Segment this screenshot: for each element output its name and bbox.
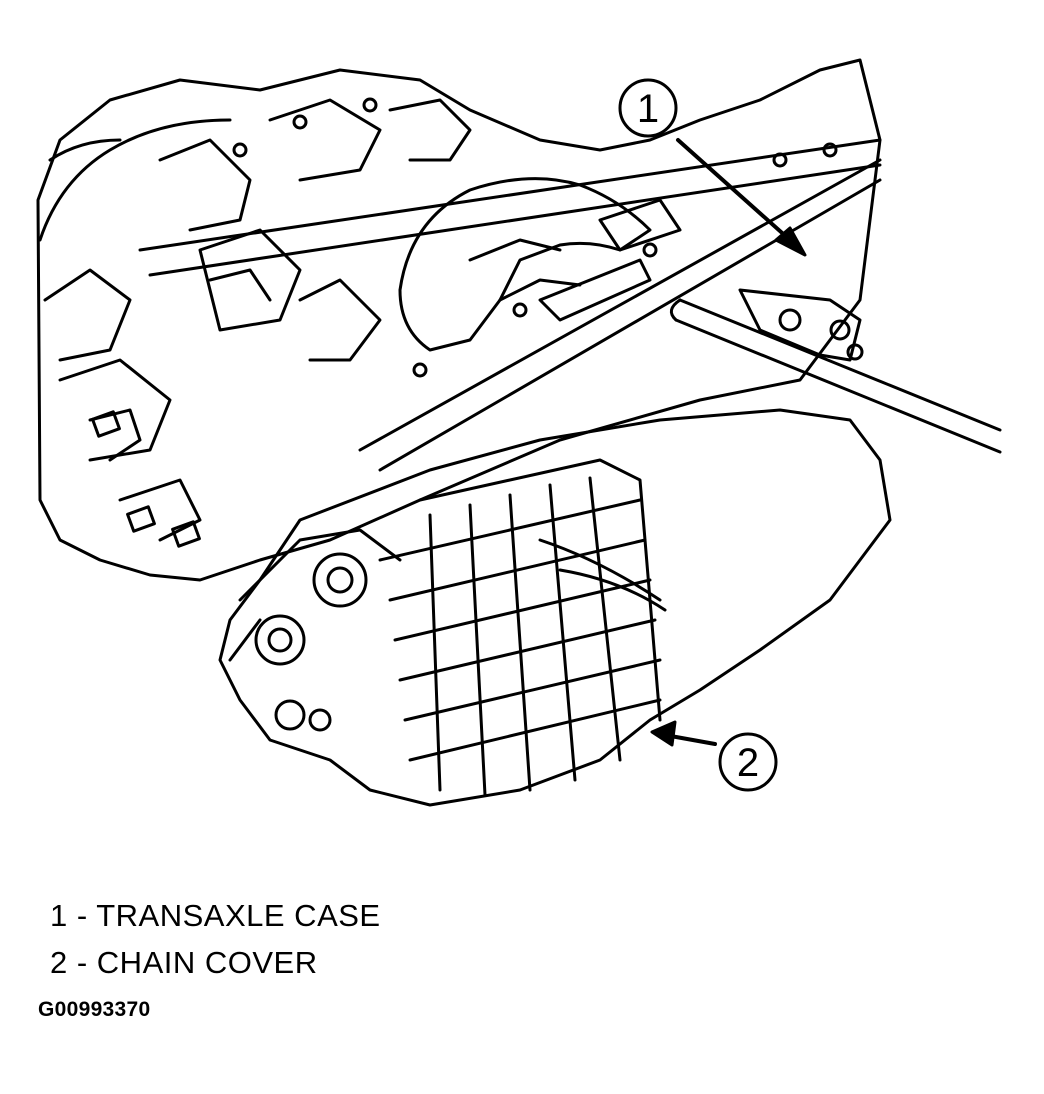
callout-1-number: 1 — [637, 87, 659, 131]
transaxle-illustration: 1 2 — [36, 58, 1002, 807]
callout-1 — [618, 78, 807, 257]
callout-2 — [650, 720, 778, 792]
transaxle-case-drawing — [36, 58, 1002, 582]
chain-cover-drawing — [218, 408, 892, 807]
legend-item-transaxle-case: 1 - TRANSAXLE CASE — [50, 898, 381, 933]
figure-id: G00993370 — [38, 998, 151, 1021]
legend-item-chain-cover: 2 - CHAIN COVER — [50, 945, 318, 980]
callout-2-number: 2 — [737, 741, 759, 785]
